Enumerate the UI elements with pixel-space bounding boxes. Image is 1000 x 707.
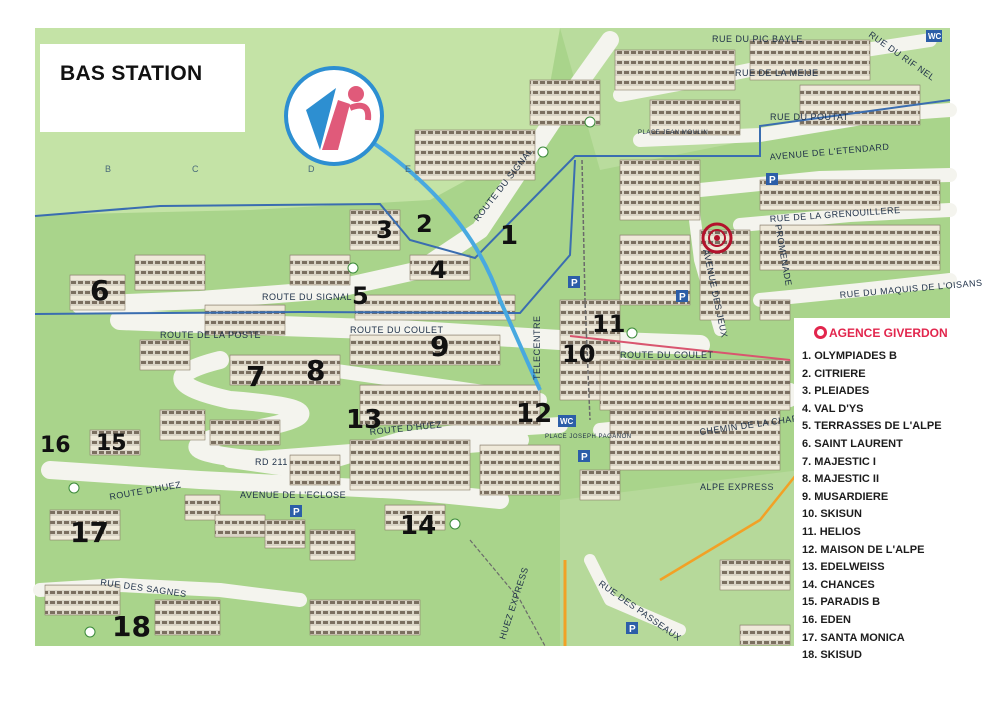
marker-6: 6 — [90, 274, 109, 307]
recycling-icon — [347, 262, 359, 274]
poi-icons: WC WC P P P P P P — [68, 30, 942, 638]
wc-icon: WC — [926, 30, 942, 42]
svg-text:P: P — [629, 624, 636, 635]
street-label: ROUTE DU SIGNAL — [262, 292, 352, 302]
marker-12: 12 — [516, 399, 552, 429]
page-title: BAS STATION — [60, 62, 203, 85]
street-label: ROUTE DE LA POSTE — [160, 330, 261, 340]
parking-icon: P — [578, 450, 590, 463]
street-label: RUE DU PIC BAYLE — [712, 34, 803, 44]
svg-text:P: P — [581, 452, 588, 463]
residence-markers: 1 2 3 4 5 6 7 8 9 10 11 12 13 14 15 16 1… — [40, 210, 625, 643]
marker-13: 13 — [346, 405, 382, 435]
svg-text:WC: WC — [928, 32, 942, 41]
svg-text:P: P — [571, 278, 578, 289]
legend-item: 11. HELIOS — [802, 525, 861, 538]
legend-heading: AGENCE GIVERDON — [814, 326, 948, 340]
marker-16: 16 — [40, 433, 71, 458]
grid-col-c: C — [192, 164, 199, 174]
orange-route-2 — [659, 469, 801, 582]
marker-14: 14 — [400, 511, 436, 541]
street-label: RUE DU POUTAT — [770, 112, 849, 122]
tourist-office-pointer — [370, 140, 542, 391]
svg-text:P: P — [293, 507, 300, 518]
street-label: ALPE EXPRESS — [700, 482, 774, 492]
huez-express-line — [469, 539, 546, 647]
wc-icon: WC — [558, 415, 576, 427]
recycling-icon — [537, 146, 549, 158]
marker-15: 15 — [96, 431, 127, 456]
legend-item: 4. VAL D'YS — [802, 402, 864, 415]
agency-target-icon — [701, 222, 733, 254]
telecentre-line — [581, 159, 591, 421]
legend-item: 14. CHANCES — [802, 578, 875, 591]
legend-item: 13. EDELWEISS — [802, 561, 885, 574]
legend-item: 18. SKISUD — [802, 649, 862, 662]
marker-1: 1 — [500, 221, 518, 251]
marker-8: 8 — [306, 354, 325, 387]
marker-10: 10 — [562, 340, 595, 368]
legend-item: 17. SANTA MONICA — [802, 631, 905, 644]
legend-item: 1. OLYMPIADES B — [802, 350, 897, 362]
title-panel: BAS STATION — [40, 44, 245, 132]
recycling-icon — [584, 116, 596, 128]
svg-text:WC: WC — [560, 417, 574, 426]
parking-icon: P — [766, 173, 778, 186]
blue-boundary-south — [34, 159, 576, 315]
marker-2: 2 — [416, 210, 433, 238]
marker-5: 5 — [352, 282, 369, 310]
residence-legend: AGENCE GIVERDON 1. OLYMPIADES B 2. CITRI… — [794, 318, 964, 670]
marker-11: 11 — [592, 310, 625, 338]
legend-item: 3. PLEIADES — [802, 385, 870, 398]
parking-icon: P — [676, 290, 688, 303]
legend-list: 1. OLYMPIADES B 2. CITRIERE 3. PLEIADES … — [802, 348, 942, 665]
legend-item: 9. MUSARDIERE — [802, 490, 889, 503]
legend-heading-text: AGENCE GIVERDON — [829, 326, 948, 340]
street-label: AVENUE DE L'ECLOSE — [240, 490, 346, 500]
grid-columns: B C D E — [105, 164, 411, 174]
street-label: RD 211 — [255, 457, 288, 467]
street-label: TELECENTRE — [532, 315, 542, 380]
agency-ring-icon — [814, 326, 827, 339]
legend-item: 15. PARADIS B — [802, 596, 881, 609]
legend-item: 2. CITRIERE — [802, 367, 866, 380]
street-label: ROUTE DU COULET — [620, 350, 714, 360]
legend-item: 12. MAISON DE L'ALPE — [802, 543, 925, 556]
recycling-icon — [626, 327, 638, 339]
legend-item: 8. MAJESTIC II — [802, 473, 880, 486]
parking-icon: P — [568, 276, 580, 289]
street-label: PLACE JEAN MOULIN — [638, 130, 708, 136]
legend-item: 16. EDEN — [802, 613, 851, 626]
marker-18: 18 — [112, 610, 151, 643]
marker-17: 17 — [70, 516, 109, 549]
grid-col-b: B — [105, 164, 111, 174]
recycling-icon — [84, 626, 96, 638]
legend-item: 5. TERRASSES DE L'ALPE — [802, 420, 942, 433]
street-label: RUE DE LA MEIJE — [735, 68, 819, 78]
recycling-icon — [68, 482, 80, 494]
blue-boundary-north — [34, 99, 951, 260]
marker-9: 9 — [430, 330, 449, 363]
route-lines — [34, 99, 951, 647]
pink-route — [569, 335, 791, 361]
grid-col-e: E — [405, 164, 411, 174]
street-label: PLACE JOSEPH PAGANON — [545, 434, 632, 440]
parking-icon: P — [626, 622, 638, 635]
tourist-office-logo — [284, 66, 384, 166]
legend-item: 10. SKISUN — [802, 508, 862, 521]
marker-3: 3 — [376, 216, 393, 244]
legend-item: 7. MAJESTIC I — [802, 455, 876, 468]
marker-4: 4 — [430, 256, 447, 284]
grid-col-d: D — [308, 164, 315, 174]
svg-text:P: P — [679, 292, 686, 303]
recycling-icon — [449, 518, 461, 530]
marker-7: 7 — [246, 360, 265, 393]
svg-text:P: P — [769, 175, 776, 186]
legend-item: 6. SAINT LAURENT — [802, 437, 903, 450]
street-label: ROUTE DU COULET — [350, 325, 444, 335]
parking-icon: P — [290, 505, 302, 518]
buildings — [44, 39, 941, 646]
